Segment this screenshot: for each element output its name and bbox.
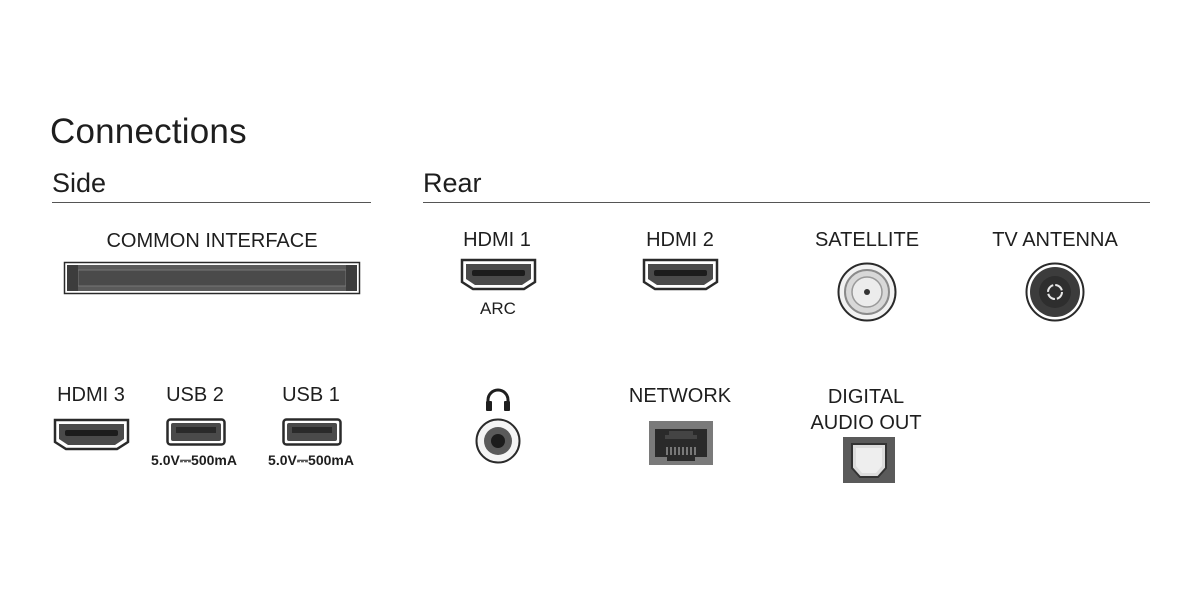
hdmi1-port-icon — [460, 258, 537, 291]
tv-antenna-connector-icon — [1025, 262, 1085, 322]
rear-divider — [423, 202, 1150, 203]
usb1-power-spec: 5.0V⎓500mA — [268, 452, 354, 468]
hdmi1-arc-label: ARC — [480, 299, 516, 318]
usb1-port-icon — [282, 418, 342, 446]
rear-heading: Rear — [423, 168, 482, 198]
network-port-icon — [649, 421, 713, 465]
common-interface-label: COMMON INTERFACE — [106, 230, 318, 252]
satellite-connector-icon — [837, 262, 897, 322]
digital-audio-out-label: DIGITAL AUDIO OUT — [810, 384, 921, 436]
hdmi3-port-icon — [53, 418, 130, 451]
network-label: NETWORK — [628, 385, 732, 407]
side-heading: Side — [52, 168, 107, 198]
hdmi1-label: HDMI 1 — [463, 229, 531, 251]
hdmi2-port-icon — [642, 258, 719, 291]
digital-audio-out-label-line2: AUDIO OUT — [810, 412, 922, 434]
tv-antenna-label: TV ANTENNA — [992, 229, 1118, 251]
page-title: Connections — [50, 112, 247, 151]
headphone-jack-icon — [475, 418, 521, 464]
digital-audio-out-label-line1: DIGITAL — [827, 386, 905, 408]
usb2-power-spec: 5.0V⎓500mA — [151, 452, 237, 468]
usb2-port-icon — [166, 418, 226, 446]
usb2-label: USB 2 — [166, 384, 224, 406]
satellite-label: SATELLITE — [814, 229, 920, 251]
hdmi3-label: HDMI 3 — [57, 384, 125, 406]
hdmi2-label: HDMI 2 — [646, 229, 714, 251]
optical-audio-port-icon — [843, 437, 895, 483]
usb1-label: USB 1 — [282, 384, 340, 406]
side-divider — [52, 202, 371, 203]
headphone-icon — [486, 388, 510, 411]
common-interface-slot-icon — [63, 261, 361, 295]
